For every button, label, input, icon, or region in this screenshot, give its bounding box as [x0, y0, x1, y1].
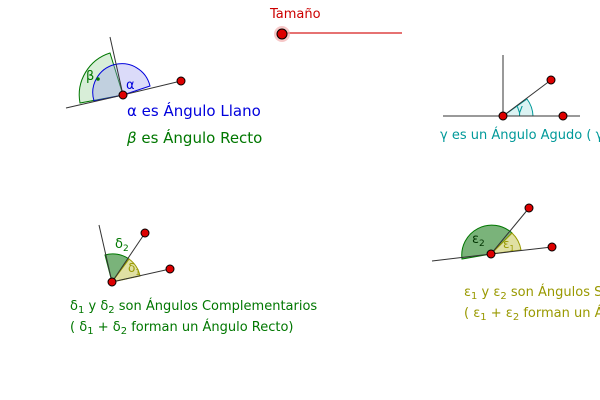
- delta2-subscript: 2: [108, 305, 115, 316]
- epsilon-vertex[interactable]: [486, 249, 496, 259]
- gamma-ray: [502, 79, 552, 117]
- epsilon1-sector: [489, 232, 522, 255]
- delta-caption-rest: forman un Ángulo Recto): [127, 320, 294, 335]
- delta2-label: δ2: [115, 237, 129, 254]
- beta-perpendicular-ray: [109, 36, 124, 96]
- figure-delta: δ2 δ1: [98, 224, 175, 287]
- gamma-endpoint-top[interactable]: [546, 75, 556, 85]
- paren-open: (: [70, 320, 80, 335]
- delta-caption-rest: son Ángulos Complementarios: [114, 299, 318, 314]
- plus-sign: +: [93, 320, 113, 335]
- beta-symbol: β: [86, 69, 94, 84]
- gamma-symbol: γ: [516, 102, 523, 116]
- alpha-baseline: [65, 94, 124, 109]
- delta2-symbol: δ: [100, 299, 109, 314]
- epsilon-upper-ray: [490, 207, 530, 255]
- vertex-point[interactable]: [118, 90, 128, 100]
- delta-middle-ray: [111, 232, 146, 283]
- epsilon-baseline: [431, 253, 492, 262]
- size-slider[interactable]: [274, 26, 402, 42]
- epsilon2-symbol: ε: [493, 285, 501, 300]
- epsilon-caption-and: y: [477, 285, 494, 300]
- gamma-endpoint-right[interactable]: [558, 111, 568, 121]
- delta1-symbol: δ: [79, 320, 88, 335]
- slider-label: Tamaño: [270, 7, 321, 22]
- delta1-subscript: 1: [87, 326, 94, 337]
- gamma-caption: γ es un Ángulo Agudo ( γ: [440, 128, 600, 143]
- delta-caption-and: y: [84, 299, 101, 314]
- epsilon-right-ray: [490, 246, 553, 255]
- epsilon2-subscript: 2: [512, 312, 520, 323]
- delta-vertical-ray: [98, 224, 113, 283]
- delta2-subscript: 2: [120, 326, 128, 337]
- delta-endpoint-right[interactable]: [165, 264, 175, 274]
- delta1-label: δ1: [128, 261, 140, 277]
- alpha-caption-symbol: α: [127, 102, 137, 120]
- epsilon-caption-line1: ε1 y ε2 son Ángulos S: [464, 285, 600, 305]
- delta1-subscript: 1: [77, 305, 85, 316]
- delta1-symbol: δ: [70, 299, 78, 314]
- beta-caption-text: es Ángulo Recto: [136, 129, 263, 147]
- delta-endpoint-top[interactable]: [140, 228, 150, 238]
- beta-arc-dot: [96, 77, 100, 81]
- delta-caption-line1: δ1 y δ2 son Ángulos Complementarios: [70, 299, 317, 319]
- beta-caption-symbol: β: [127, 129, 137, 147]
- figure-alpha-beta: β α: [65, 36, 186, 109]
- epsilon-caption-rest: son Ángulos S: [506, 285, 600, 300]
- gamma-vertex[interactable]: [498, 111, 508, 121]
- delta2-symbol: δ: [112, 320, 121, 335]
- alpha-endpoint[interactable]: [176, 76, 186, 86]
- epsilon1-symbol: ε: [473, 306, 481, 321]
- alpha-caption: α es Ángulo Llano: [127, 103, 261, 119]
- alpha-sector: [92, 63, 151, 102]
- delta-caption-line2: ( δ1 + δ2 forman un Ángulo Recto): [70, 320, 294, 340]
- delta-right-ray: [111, 268, 171, 283]
- epsilon2-symbol: ε: [505, 306, 513, 321]
- slider-handle[interactable]: [276, 28, 288, 40]
- beta-caption: β es Ángulo Recto: [127, 130, 262, 146]
- epsilon-caption-rest: forman un Á: [519, 306, 600, 321]
- epsilon-caption-line2: ( ε1 + ε2 forman un Á: [464, 306, 600, 326]
- epsilon1-symbol: ε: [464, 285, 472, 300]
- paren-open: (: [464, 306, 474, 321]
- figure-epsilon: ε2 ε1: [431, 203, 557, 262]
- epsilon-endpoint-right[interactable]: [547, 242, 557, 252]
- figure-gamma: γ: [443, 55, 580, 121]
- epsilon2-subscript: 2: [500, 291, 507, 302]
- alpha-ray: [122, 80, 182, 96]
- epsilon1-label: ε1: [503, 237, 515, 253]
- epsilon1-subscript: 1: [471, 291, 478, 302]
- alpha-symbol: α: [126, 78, 135, 93]
- epsilon2-label: ε2: [472, 232, 485, 249]
- alpha-caption-text: es Ángulo Llano: [136, 102, 261, 120]
- epsilon2-sector: [461, 224, 513, 260]
- delta-vertex[interactable]: [107, 277, 117, 287]
- epsilon-endpoint-top[interactable]: [524, 203, 534, 213]
- epsilon1-subscript: 1: [480, 312, 487, 323]
- plus-sign: +: [486, 306, 506, 321]
